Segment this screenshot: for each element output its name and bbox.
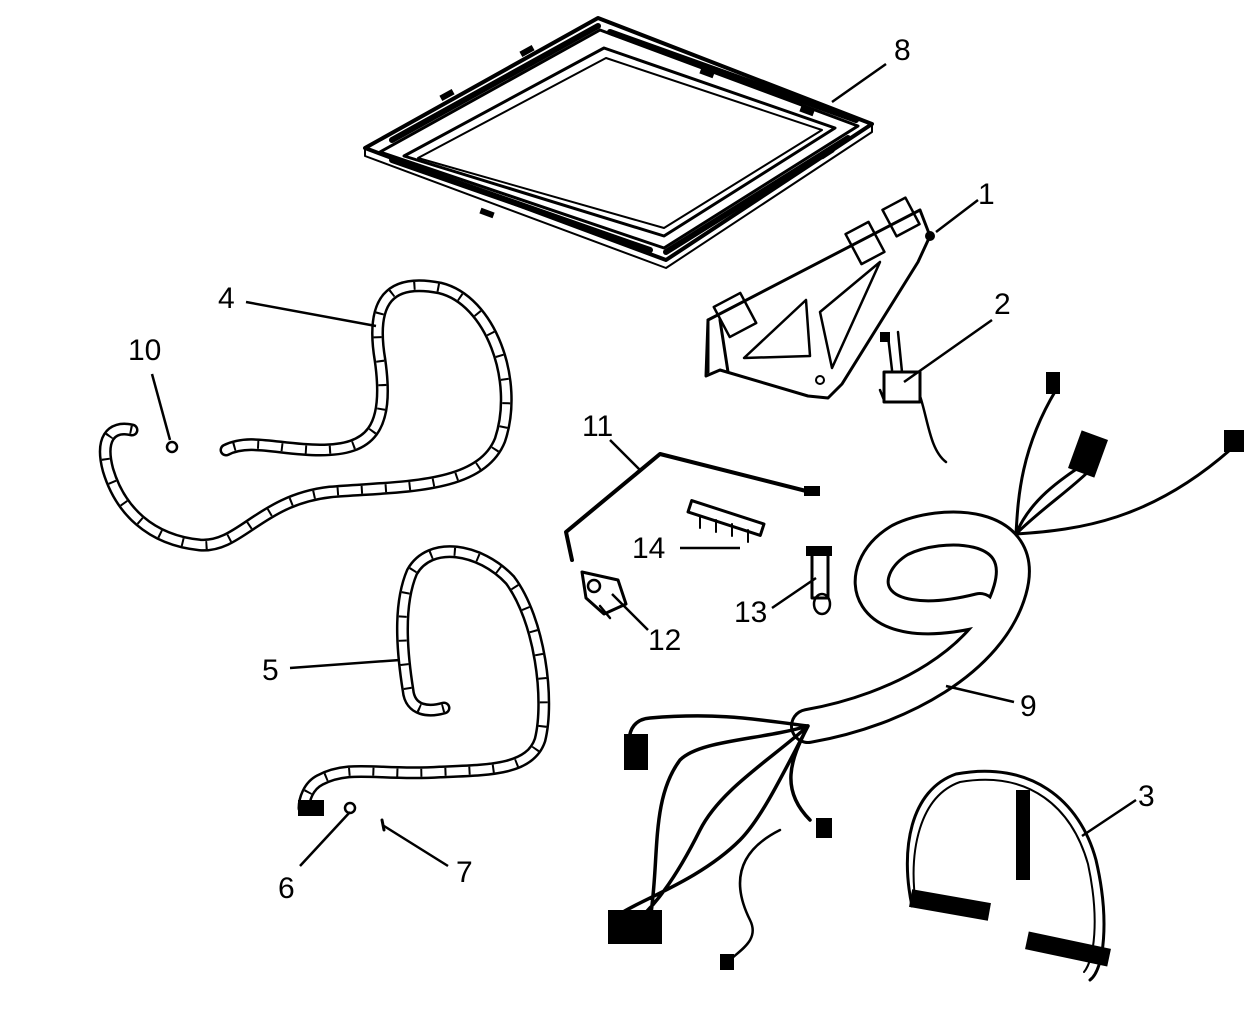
callout-14: 14 — [632, 532, 665, 565]
part-11-rod — [564, 452, 820, 562]
part-10-nut — [165, 440, 179, 454]
leader-5 — [289, 658, 401, 670]
leader-2 — [903, 318, 993, 384]
callout-7: 7 — [456, 856, 473, 889]
leader-10 — [150, 373, 172, 441]
leader-7 — [383, 824, 449, 868]
callout-labels: 8 1 2 4 10 11 14 13 12 5 9 3 6 7 — [128, 34, 1155, 905]
callout-10: 10 — [128, 334, 161, 367]
part-1-bracket — [704, 196, 935, 400]
callout-13: 13 — [734, 596, 767, 629]
leader-lines — [150, 62, 1137, 868]
part-9-wire-harness — [608, 372, 1244, 970]
leader-9 — [945, 684, 1015, 704]
leader-4 — [245, 300, 377, 328]
callout-12: 12 — [648, 624, 681, 657]
leader-3 — [1081, 798, 1137, 838]
callout-9: 9 — [1020, 690, 1037, 723]
part-7-pin — [380, 818, 386, 832]
callout-6: 6 — [278, 872, 295, 905]
callout-8: 8 — [894, 34, 911, 67]
leader-8 — [831, 62, 887, 104]
part-13-clip — [806, 546, 832, 616]
leader-1 — [935, 199, 979, 233]
part-14-connector — [686, 499, 766, 543]
part-5-tube — [297, 545, 551, 816]
callout-4: 4 — [218, 282, 235, 315]
part-6-ring — [343, 801, 357, 815]
leader-13 — [771, 576, 817, 610]
part-4-tube — [98, 279, 513, 552]
leader-11 — [609, 439, 641, 471]
callout-3: 3 — [1138, 780, 1155, 813]
leader-6 — [299, 811, 351, 867]
part-2-switch — [878, 330, 948, 464]
callout-2: 2 — [994, 288, 1011, 321]
part-8-door-frame — [363, 16, 874, 269]
callout-1: 1 — [978, 178, 995, 211]
leader-12 — [611, 593, 649, 631]
callout-5: 5 — [262, 654, 279, 687]
part-12-clip — [580, 570, 628, 620]
callout-11: 11 — [582, 410, 613, 443]
part-3-wire-loop — [905, 769, 1111, 982]
